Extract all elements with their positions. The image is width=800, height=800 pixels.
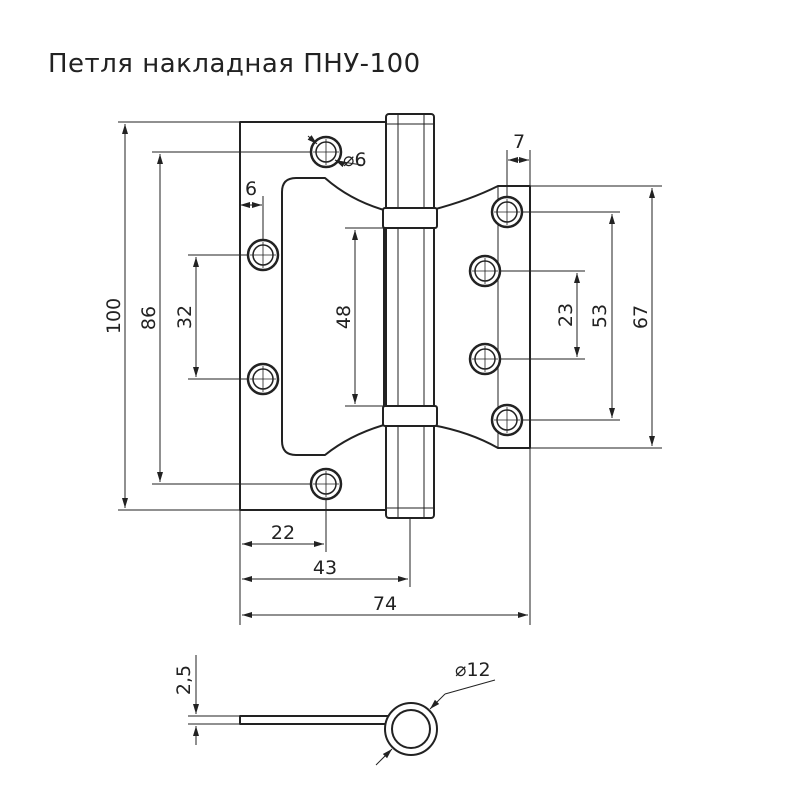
mounting-holes [246, 135, 524, 501]
screw-hole [309, 135, 343, 169]
dim-label-32: 32 [174, 305, 196, 329]
dimension-knuckle-diameter: ⌀12 [375, 659, 496, 766]
screw-hole [246, 362, 280, 396]
dimension-dist-43: 43 [242, 518, 411, 587]
dim-label-53: 53 [589, 304, 611, 328]
dimension-right-leaf-height: 67 [530, 185, 662, 449]
screw-hole [309, 467, 343, 501]
dimension-overall-height: 100 [103, 121, 240, 511]
drawing-title: Петля накладная ПНУ-100 [48, 49, 421, 79]
screw-hole [490, 403, 524, 437]
dim-label-6: 6 [245, 178, 257, 200]
dimension-hole-spacing-inner: 32 [174, 254, 248, 380]
dimension-hole-diameter: ⌀6 [307, 135, 367, 171]
dim-label-knuckle-diameter: ⌀12 [455, 659, 491, 681]
dim-label-48: 48 [333, 305, 355, 329]
dim-label-hole-diameter: ⌀6 [343, 149, 367, 171]
dim-label-86: 86 [138, 306, 160, 330]
dimension-right-edge-offset: 7 [506, 131, 531, 197]
dim-label-2-5: 2,5 [173, 665, 195, 695]
dim-label-100: 100 [103, 298, 125, 334]
dim-label-22: 22 [271, 522, 295, 544]
left-leaf [239, 121, 387, 511]
knuckle [382, 113, 438, 519]
dimension-right-spacing-inner: 23 [500, 270, 585, 360]
screw-hole [490, 195, 524, 229]
dim-label-23: 23 [555, 303, 577, 327]
dimension-edge-offset: 6 [240, 178, 264, 240]
dimension-dist-22: 22 [239, 499, 327, 625]
dimension-overall-width: 74 [242, 448, 531, 625]
screw-hole [468, 254, 502, 288]
screw-hole [246, 238, 280, 272]
dimension-cutout-height: 48 [333, 227, 384, 407]
dim-label-67: 67 [630, 305, 652, 329]
screw-hole [468, 342, 502, 376]
dimension-hole-spacing-outer: 86 [138, 151, 311, 485]
dim-label-43: 43 [313, 557, 337, 579]
dimension-right-spacing-middle: 53 [522, 211, 620, 421]
dim-label-74: 74 [373, 593, 397, 615]
dimension-thickness: 2,5 [173, 655, 240, 745]
dim-label-7: 7 [513, 131, 525, 153]
side-view [239, 702, 438, 756]
